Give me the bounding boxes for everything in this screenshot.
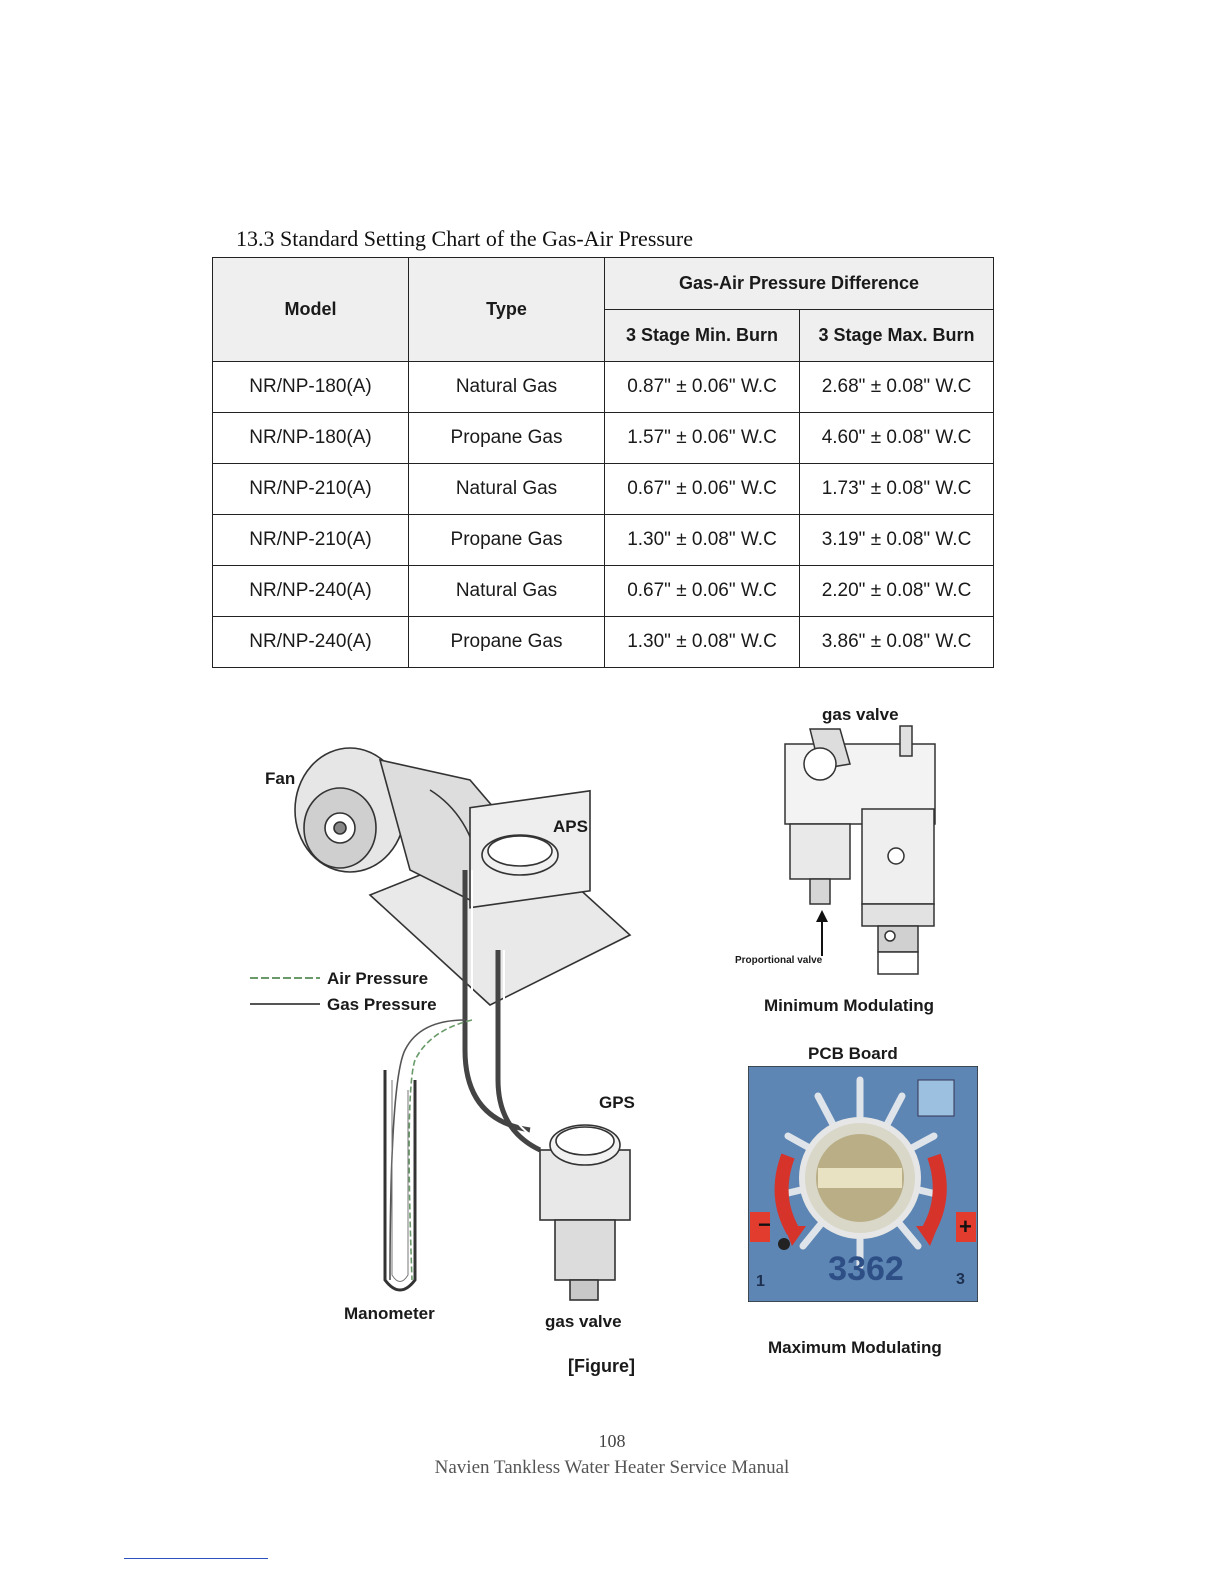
gas-valve-bottom-label: gas valve (545, 1312, 622, 1331)
proportional-valve-label: Proportional valve (735, 955, 823, 966)
cell-type: Propane Gas (408, 514, 605, 566)
gas-valve-top-label: gas valve (822, 705, 899, 724)
aps-label: APS (553, 817, 588, 836)
cell-min: 1.30" ± 0.08" W.C (604, 514, 800, 566)
manometer-label: Manometer (344, 1304, 435, 1323)
gps-label: GPS (599, 1093, 635, 1112)
manual-title: Navien Tankless Water Heater Service Man… (434, 1457, 790, 1478)
pcb-board-label: PCB Board (808, 1044, 898, 1063)
table-row: NR/NP-210(A) Natural Gas 0.67" ± 0.06" W… (212, 463, 995, 515)
cell-type: Natural Gas (408, 463, 605, 515)
cell-max: 4.60" ± 0.08" W.C (798, 412, 995, 464)
cell-max: 2.68" ± 0.08" W.C (798, 361, 995, 413)
section-title: 13.3 Standard Setting Chart of the Gas-A… (236, 226, 694, 251)
cell-min: 0.67" ± 0.06" W.C (604, 565, 800, 617)
cell-type: Natural Gas (408, 361, 605, 413)
cell-min: 1.30" ± 0.08" W.C (604, 616, 800, 668)
cell-model: NR/NP-240(A) (212, 616, 409, 668)
gas-valve-illustration (784, 725, 936, 975)
header-model: Model (212, 257, 409, 362)
pcb-left-digit: 1 (756, 1273, 765, 1290)
pcb-right-digit: 3 (956, 1271, 965, 1288)
header-pressure-difference: Gas-Air Pressure Difference (603, 257, 995, 310)
heater-assembly-illustration (250, 747, 632, 1301)
cell-model: NR/NP-240(A) (212, 565, 409, 617)
cell-model: NR/NP-210(A) (212, 514, 409, 566)
fan-label: Fan (265, 769, 296, 788)
header-max-burn: 3 Stage Max. Burn (798, 309, 995, 362)
cell-type: Propane Gas (408, 412, 605, 464)
gas-pressure-label: Gas Pressure (327, 995, 437, 1014)
figure-caption: [Figure] (568, 1356, 635, 1376)
cell-model: NR/NP-180(A) (212, 361, 409, 413)
header-min-burn: 3 Stage Min. Burn (604, 309, 800, 362)
air-pressure-label: Air Pressure (327, 969, 429, 988)
cell-min: 0.87" ± 0.06" W.C (604, 361, 800, 413)
min-modulating-label: Minimum Modulating (764, 996, 934, 1015)
table-row: NR/NP-210(A) Propane Gas 1.30" ± 0.08" W… (212, 514, 995, 566)
pcb-number: 3362 (828, 1250, 904, 1288)
table-row: NR/NP-180(A) Propane Gas 1.57" ± 0.06" W… (212, 412, 995, 464)
cell-type: Natural Gas (408, 565, 605, 617)
cell-max: 1.73" ± 0.08" W.C (798, 463, 995, 515)
cell-min: 0.67" ± 0.06" W.C (604, 463, 800, 515)
table-row: NR/NP-240(A) Propane Gas 1.30" ± 0.08" W… (212, 616, 995, 668)
cell-max: 3.86" ± 0.08" W.C (798, 616, 995, 668)
cell-max: 3.19" ± 0.08" W.C (798, 514, 995, 566)
pressure-table: Model Type Gas-Air Pressure Difference 3… (212, 257, 995, 668)
pcb-plus-sign: + (959, 1214, 972, 1239)
cell-max: 2.20" ± 0.08" W.C (798, 565, 995, 617)
cell-model: NR/NP-180(A) (212, 412, 409, 464)
table-row: NR/NP-240(A) Natural Gas 0.67" ± 0.06" W… (212, 565, 995, 617)
header-type: Type (408, 257, 605, 362)
pcb-board-photo: − + 3362 1 3 (748, 1066, 978, 1302)
cell-min: 1.57" ± 0.06" W.C (604, 412, 800, 464)
pcb-minus-sign: − (758, 1212, 771, 1237)
cell-type: Propane Gas (408, 616, 605, 668)
max-modulating-label: Maximum Modulating (768, 1338, 942, 1357)
cell-model: NR/NP-210(A) (212, 463, 409, 515)
footnote-divider (124, 1558, 268, 1559)
table-row: NR/NP-180(A) Natural Gas 0.87" ± 0.06" W… (212, 361, 995, 413)
page-number: 108 (598, 1431, 626, 1451)
